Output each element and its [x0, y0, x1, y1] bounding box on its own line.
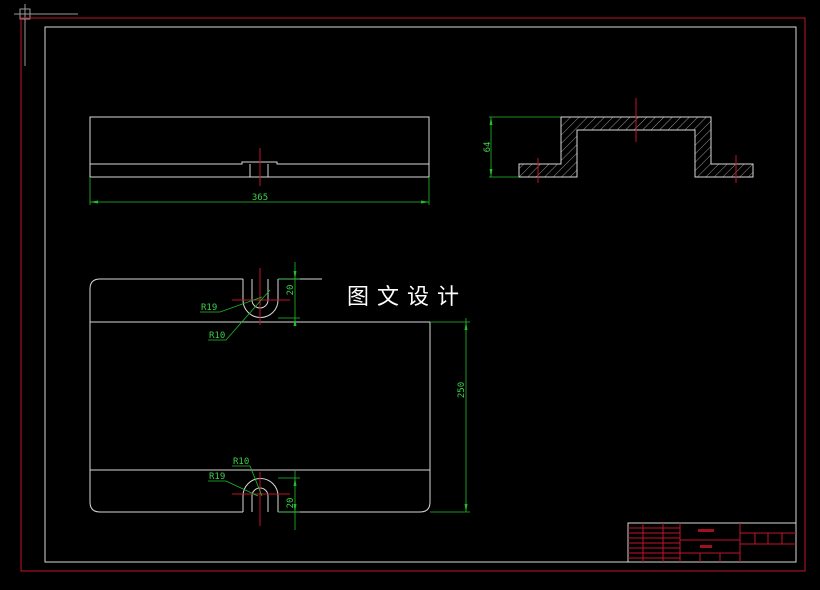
dimension-text: 365 [252, 193, 268, 203]
leader-r19-bottom: R19 [208, 472, 259, 497]
title-block [627, 522, 797, 563]
svg-text:R19: R19 [209, 472, 225, 482]
leader-r10-top: R10 [208, 289, 271, 341]
dimension-64: 64 [483, 116, 561, 178]
ucs-icon [14, 4, 78, 66]
dimension-20-bottom: 20 [278, 470, 300, 530]
side-view: 64 [483, 98, 754, 183]
svg-text:R10: R10 [209, 331, 225, 341]
svg-text:R19: R19 [201, 303, 217, 313]
plan-view: R19 R10 R10 R19 20 [89, 262, 470, 530]
dimension-text: 64 [483, 142, 493, 153]
inner-frame [44, 26, 797, 563]
leader-r10-bottom: R10 [232, 457, 263, 497]
svg-text:20: 20 [286, 285, 296, 296]
leader-r19-top: R19 [200, 296, 263, 313]
dimension-365: 365 [89, 177, 430, 205]
dimension-20-top: 20 [278, 262, 300, 326]
watermark-text: 图文设计 [347, 285, 467, 310]
front-view: 365 [89, 116, 430, 205]
outer-frame [20, 17, 806, 572]
svg-text:R10: R10 [233, 457, 249, 467]
svg-text:20: 20 [286, 498, 296, 509]
svg-text:250: 250 [457, 382, 467, 398]
dimension-250: 250 [430, 318, 470, 513]
